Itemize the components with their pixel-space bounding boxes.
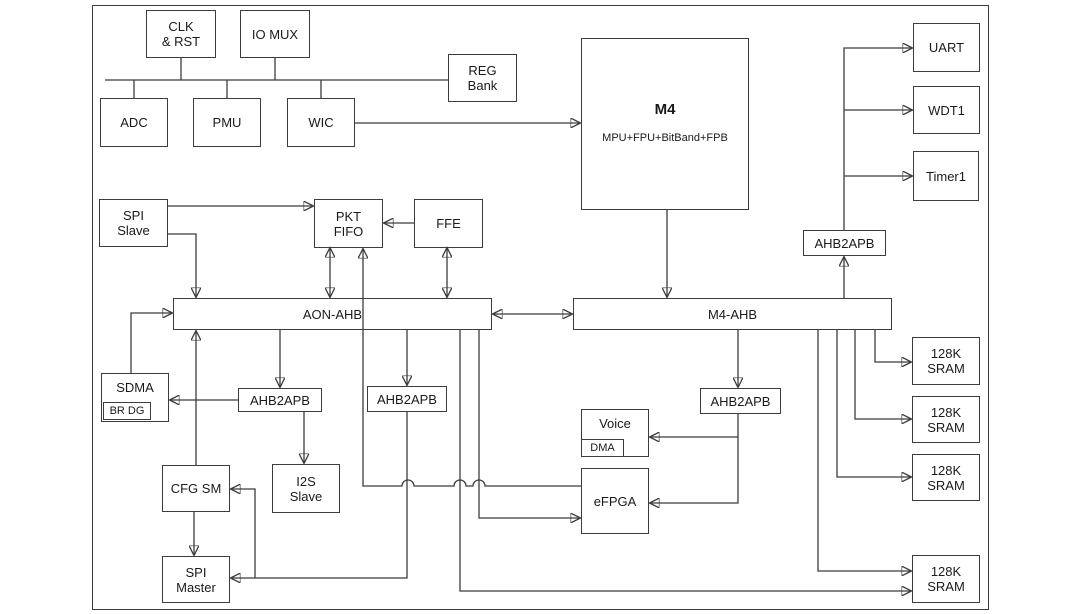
block-sram-1: 128K SRAM <box>912 337 980 385</box>
block-label: Slave <box>289 488 323 504</box>
block-label: 128K <box>930 346 962 361</box>
block-label: SPI <box>123 208 144 223</box>
block-label: WDT1 <box>928 102 965 118</box>
edge-ahb2apb-voice <box>650 414 739 437</box>
block-label: REG <box>468 63 497 78</box>
block-label: SPI <box>185 564 207 580</box>
block-label: FIFO <box>333 223 364 239</box>
block-label: Timer1 <box>926 168 966 184</box>
edge-ahb2apb-efpga <box>650 437 739 503</box>
block-label: 128K <box>930 462 962 478</box>
block-label: ADC <box>120 115 148 130</box>
block-sdma-brdg: BR DG <box>103 402 151 420</box>
m4-title: M4 <box>654 101 676 118</box>
block-adc: ADC <box>100 98 168 147</box>
edge-m4ahb-sram2 <box>854 330 911 419</box>
block-voice-dma-sub: DMA <box>581 439 624 457</box>
block-label: AHB2APB <box>710 393 771 409</box>
block-label: WIC <box>308 115 334 130</box>
block-label: Slave <box>117 223 150 238</box>
block-label: PKT <box>335 208 362 224</box>
block-pmu: PMU <box>193 98 261 147</box>
edge-m4ahb-sram1 <box>874 330 911 362</box>
block-ahb2apb-uart-bridge: AHB2APB <box>803 230 886 256</box>
edge-spislave-aonahb <box>168 233 196 297</box>
block-timer1: Timer1 <box>913 151 979 201</box>
block-io-mux: IO MUX <box>240 10 310 58</box>
block-cfg-sm: CFG SM <box>162 465 230 512</box>
block-i2s-slave: I2S Slave <box>272 464 340 513</box>
block-label: PMU <box>212 115 242 130</box>
block-label: DMA <box>590 442 615 454</box>
edge-m4ahb-sram3 <box>836 330 911 477</box>
bus-aon-ahb: AON-AHB <box>173 298 492 330</box>
bus-m4-ahb: M4-AHB <box>573 298 892 330</box>
block-label: CLK <box>168 19 194 34</box>
edge-ahb2apb-uart <box>843 48 912 230</box>
block-label: 128K <box>930 564 962 579</box>
block-label: I2S <box>296 473 316 489</box>
block-label: AHB2APB <box>814 235 875 251</box>
block-label: Master <box>176 579 216 595</box>
edge-efpga-pktfifo <box>363 249 581 487</box>
block-sdma: SDMA BR DG <box>101 373 169 422</box>
m4-subtitle: MPU+FPU+BitBand+FPB <box>602 132 728 144</box>
block-label: & RST <box>161 34 201 49</box>
block-ahb2apb-spi-bridge: AHB2APB <box>367 386 447 412</box>
block-reg-bank: REG Bank <box>448 54 517 102</box>
block-clk-rst: CLK & RST <box>146 10 216 58</box>
block-sram-2: 128K SRAM <box>912 396 980 443</box>
block-pkt-fifo: PKT FIFO <box>314 199 383 248</box>
bus-label: AON-AHB <box>302 306 363 322</box>
block-label: IO MUX <box>251 26 299 42</box>
block-spi-slave: SPI Slave <box>99 199 168 247</box>
block-sram-4: 128K SRAM <box>912 555 980 603</box>
block-m4-core: M4 MPU+FPU+BitBand+FPB <box>581 38 749 210</box>
chip-outline <box>92 5 989 610</box>
block-efpga: eFPGA <box>581 468 649 534</box>
block-label: AHB2APB <box>250 392 310 408</box>
block-ffe: FFE <box>414 199 483 248</box>
block-voice-dma: Voice DMA <box>581 409 649 457</box>
block-label: 128K <box>930 404 962 420</box>
block-wdt1: WDT1 <box>913 86 980 134</box>
block-label: UART <box>928 40 965 55</box>
block-label: SRAM <box>927 419 965 435</box>
block-label: eFPGA <box>593 493 637 509</box>
bus-label: M4-AHB <box>707 306 758 322</box>
block-wic: WIC <box>287 98 355 147</box>
edge-aonahb-efpga <box>478 330 580 518</box>
block-label: Voice <box>599 416 631 431</box>
block-ahb2apb-sdma-bridge: AHB2APB <box>238 388 322 412</box>
edge-ahb2apb-spimaster <box>231 412 408 578</box>
block-sram-3: 128K SRAM <box>912 454 980 501</box>
block-label: SRAM <box>927 477 965 493</box>
edge-aonahb-sram4 <box>459 330 911 591</box>
block-label: SRAM <box>927 579 965 594</box>
block-spi-master: SPI Master <box>162 556 230 603</box>
block-label: SRAM <box>927 361 965 376</box>
block-label: BR DG <box>109 405 145 417</box>
block-ahb2apb-voice-bridge: AHB2APB <box>700 388 781 414</box>
edge-sdma-aonahb <box>130 313 172 373</box>
block-label: SDMA <box>116 380 154 395</box>
block-label: AHB2APB <box>377 391 437 407</box>
block-label: FFE <box>436 216 461 231</box>
edge-branch-cfgsm <box>231 489 256 578</box>
block-label: Bank <box>467 78 498 93</box>
edge-m4ahb-sram4 <box>817 330 911 571</box>
block-uart: UART <box>913 23 980 72</box>
block-label: CFG SM <box>170 481 222 496</box>
